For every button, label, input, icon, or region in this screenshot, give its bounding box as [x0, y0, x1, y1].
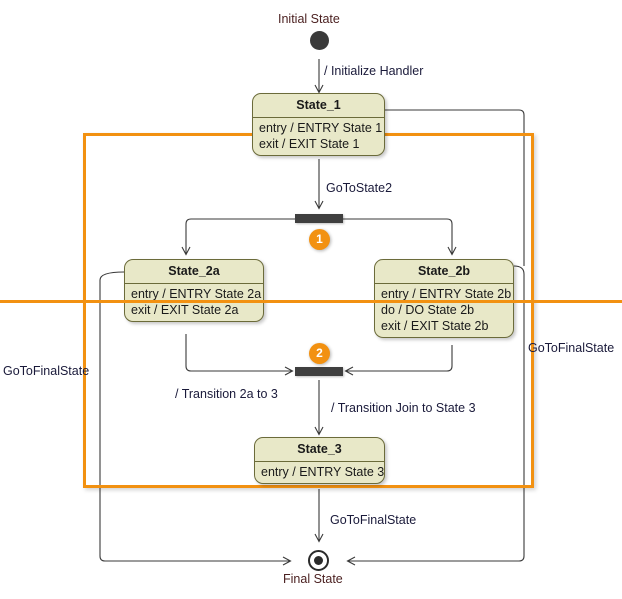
state-3-entry-action: entry / ENTRY State 3	[261, 465, 385, 479]
state-box-state-1[interactable]: State_1 entry / ENTRY State 1 exit / EXI…	[252, 93, 385, 156]
transition-label-gotofinalstate-center: GoToFinalState	[330, 513, 417, 527]
wire-state2a-to-join	[185, 334, 294, 376]
state-2a-entry-action: entry / ENTRY State 2a	[131, 287, 262, 301]
initial-state-caption: Initial State	[278, 12, 340, 26]
transition-label-2a-to-3: / Transition 2a to 3	[175, 387, 278, 401]
state-1-body: entry / ENTRY State 1 exit / EXIT State …	[253, 118, 384, 155]
transition-label-initialize-handler: / Initialize Handler	[324, 64, 424, 78]
state-2a-exit-action: exit / EXIT State 2a	[131, 303, 239, 317]
final-state-node[interactable]	[308, 550, 329, 571]
state-2b-body: entry / ENTRY State 2b do / DO State 2b …	[375, 284, 513, 337]
initial-state-node[interactable]	[310, 31, 329, 50]
wire-state2b-to-final-right	[346, 265, 525, 566]
state-2a-title: State_2a	[168, 264, 220, 278]
transition-label-gotofinalstate-right: GoToFinalState	[528, 341, 615, 355]
transition-label-gotofinalstate-left: GoToFinalState	[3, 364, 90, 378]
state-3-body: entry / ENTRY State 3	[255, 462, 384, 483]
badge-1[interactable]: 1	[309, 229, 330, 250]
state-2a-divider	[125, 283, 263, 284]
wire-fork-to-state2a	[181, 218, 295, 256]
state-2b-exit-action: exit / EXIT State 2b	[381, 319, 489, 333]
wire-state1-right-outer	[385, 109, 525, 266]
state-1-divider	[253, 117, 384, 118]
state-box-state-2a[interactable]: State_2a entry / ENTRY State 2a exit / E…	[124, 259, 264, 322]
wire-fork-to-state2b	[343, 218, 457, 256]
state-1-title: State_1	[296, 98, 341, 112]
badge-2[interactable]: 2	[309, 343, 330, 364]
wire-state2a-to-final-left	[99, 271, 292, 566]
state-2b-do-action: do / DO State 2b	[381, 303, 475, 317]
state-2b-entry-action: entry / ENTRY State 2b	[381, 287, 512, 301]
state-2b-title: State_2b	[417, 264, 471, 278]
transition-label-join-to-state3: / Transition Join to State 3	[331, 401, 476, 415]
transition-label-gotostate2: GoToState2	[326, 181, 393, 195]
state-3-divider	[255, 461, 384, 462]
state-box-state-2b[interactable]: State_2b entry / ENTRY State 2b do / DO …	[374, 259, 514, 338]
state-2b-divider	[375, 283, 513, 284]
wire-state2b-to-join	[344, 345, 453, 376]
state-box-state-3[interactable]: State_3 entry / ENTRY State 3	[254, 437, 385, 484]
join-bar[interactable]	[295, 367, 343, 376]
state-3-title: State_3	[297, 442, 342, 456]
fork-bar[interactable]	[295, 214, 343, 223]
final-state-caption: Final State	[283, 572, 343, 586]
highlight-horizontal-guide	[0, 300, 622, 303]
state-1-entry-action: entry / ENTRY State 1	[259, 121, 383, 135]
state-1-exit-action: exit / EXIT State 1	[259, 137, 360, 151]
state-2a-body: entry / ENTRY State 2a exit / EXIT State…	[125, 284, 263, 321]
